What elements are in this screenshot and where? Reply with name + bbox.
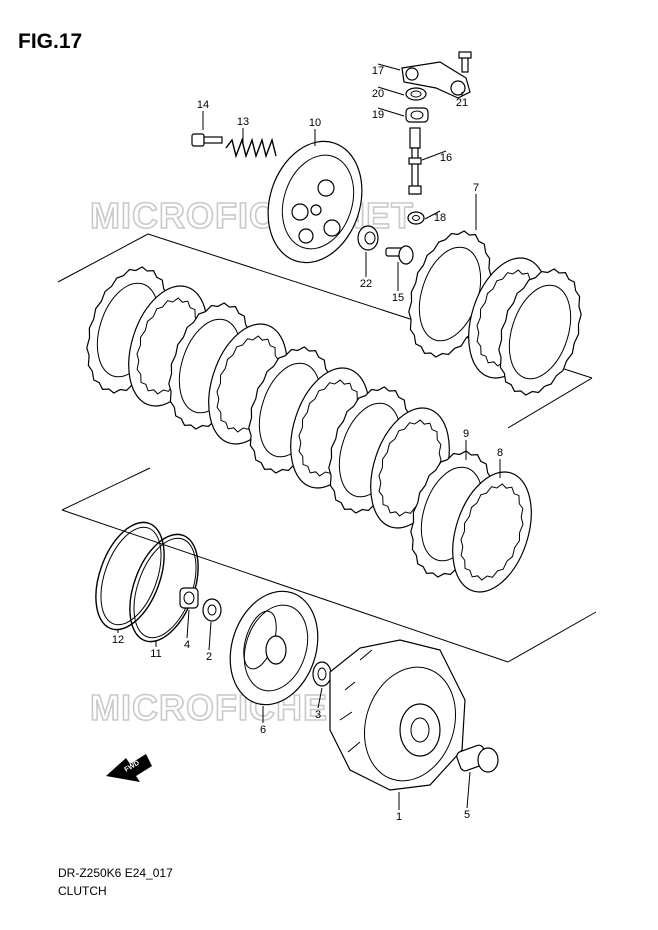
figure-title: FIG.17 — [18, 30, 83, 53]
leader-c4 — [186, 609, 190, 639]
spring — [225, 137, 277, 159]
ring-11 — [129, 533, 199, 643]
callout-c20: 20 — [372, 88, 384, 100]
leader-c17 — [377, 63, 401, 71]
leader-c18 — [424, 210, 441, 220]
callout-c19: 19 — [372, 109, 384, 121]
callout-c10: 10 — [309, 117, 321, 129]
footer-section-name: CLUTCH — [58, 884, 107, 898]
plate-group-box-lower — [61, 467, 597, 663]
clutch-plates — [86, 230, 582, 593]
clutch-sleeve-hub — [229, 590, 319, 706]
ring-12 — [95, 521, 165, 631]
clutch-housing — [329, 639, 466, 791]
oil-seal — [405, 87, 427, 101]
bearing-small — [405, 107, 429, 123]
fwd-arrow: FWD — [106, 754, 152, 782]
gear-spacer — [456, 744, 499, 773]
washer-3 — [312, 661, 332, 687]
washer-2 — [202, 598, 222, 622]
callout-c16: 16 — [440, 152, 452, 164]
leader-c16 — [421, 150, 447, 161]
callout-c9: 9 — [463, 428, 469, 440]
callout-c4: 4 — [184, 639, 190, 651]
leader-c19 — [377, 107, 405, 117]
callout-c18: 18 — [434, 212, 446, 224]
callout-c7: 7 — [473, 182, 479, 194]
callout-c11: 11 — [150, 648, 161, 660]
clutch-plate-11 — [498, 268, 582, 396]
leader-c3 — [317, 687, 323, 709]
callout-c17: 17 — [372, 65, 384, 77]
callout-c6: 6 — [260, 724, 266, 736]
clutch-plate-13 — [452, 471, 532, 593]
callout-c3: 3 — [315, 709, 321, 721]
callout-c15: 15 — [392, 292, 404, 304]
callout-c14: 14 — [197, 99, 209, 111]
leader-c20 — [377, 86, 405, 96]
bolt — [191, 133, 223, 147]
callout-c13: 13 — [237, 116, 249, 128]
leader-c2 — [208, 621, 212, 651]
callout-c21: 21 — [456, 97, 468, 109]
push-rod — [408, 127, 422, 195]
leader-c5 — [466, 771, 471, 809]
release-arm — [401, 51, 472, 99]
pressure-plate — [267, 140, 363, 264]
nut — [407, 211, 425, 225]
spacer — [179, 587, 199, 609]
footer-model-code: DR-Z250K6 E24_017 — [58, 866, 173, 880]
callout-c1: 1 — [396, 811, 402, 823]
release-bearing — [357, 225, 379, 251]
callout-c8: 8 — [497, 447, 503, 459]
callout-c2: 2 — [206, 651, 212, 663]
callout-c12: 12 — [112, 634, 124, 646]
callout-c22: 22 — [360, 278, 372, 290]
thrust-piece — [385, 245, 414, 265]
callout-c5: 5 — [464, 809, 470, 821]
